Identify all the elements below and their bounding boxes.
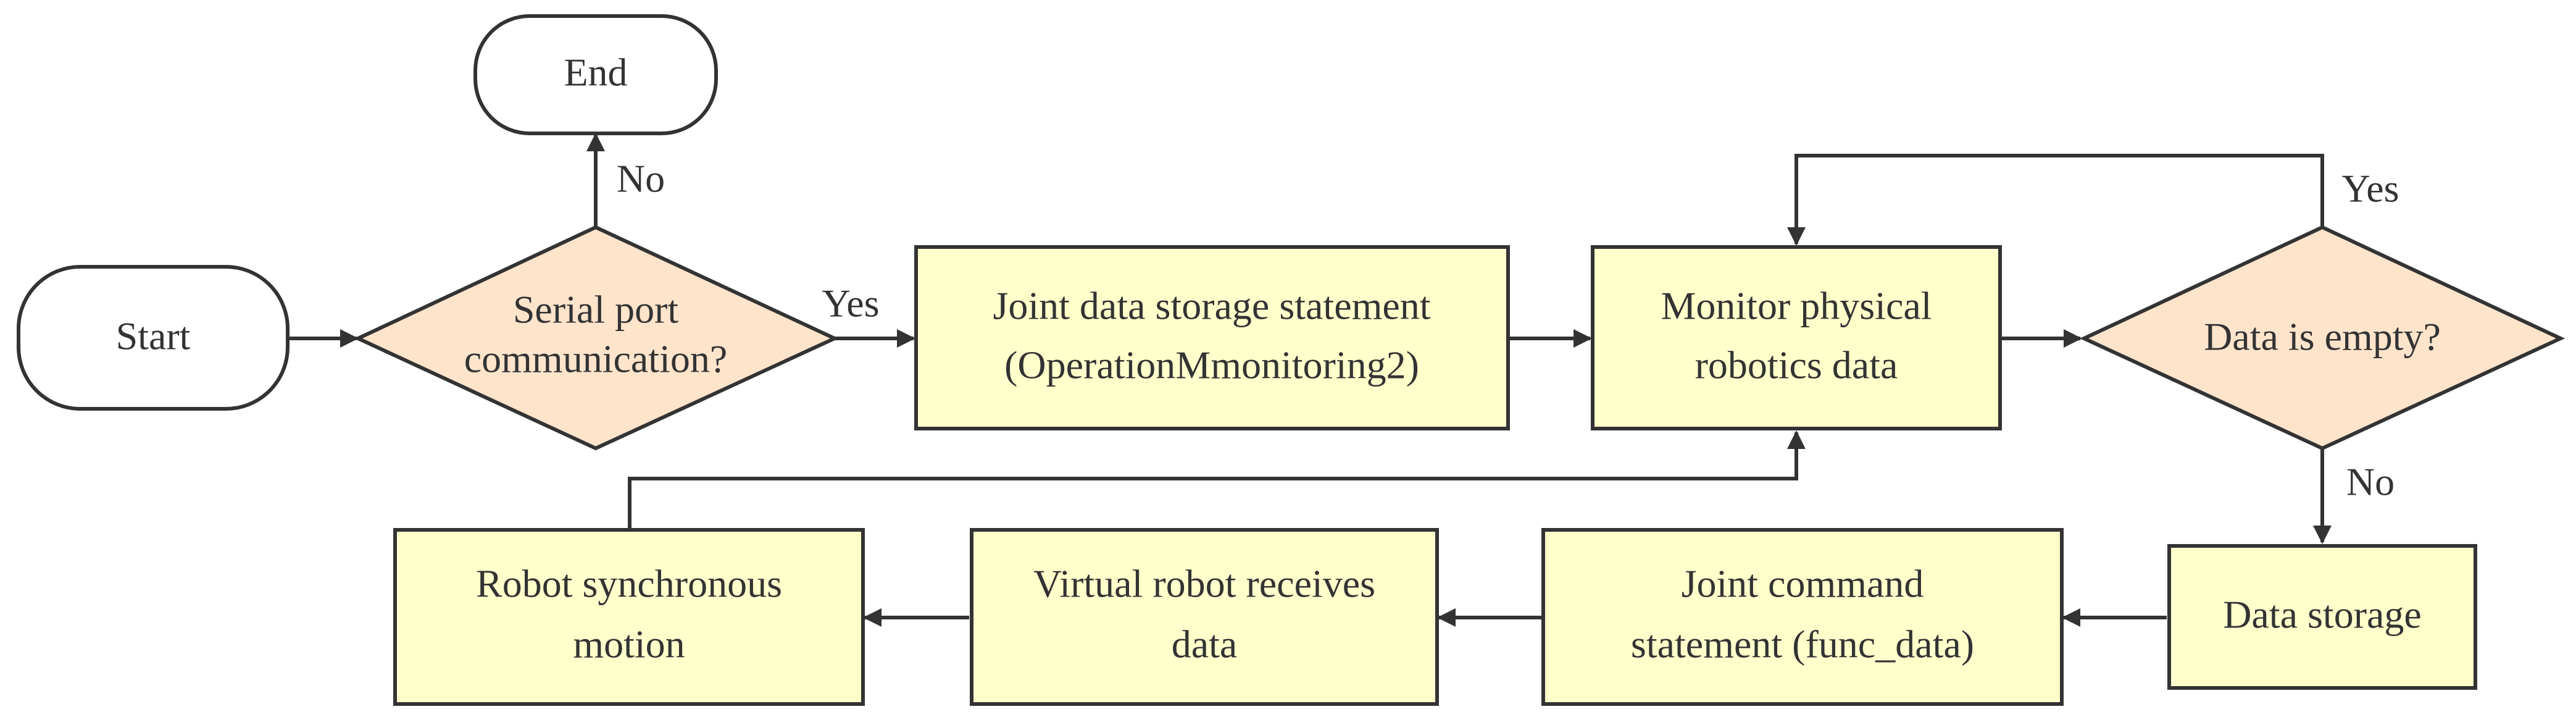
node-start-label: Start (116, 314, 191, 358)
node-sync: Robot synchronous motion (393, 528, 865, 706)
edge-label-empty-no: No (2346, 460, 2395, 504)
node-sync-label-line2: motion (573, 622, 685, 666)
node-empty-label: Data is empty? (2204, 315, 2441, 359)
node-joint-store: Joint data storage statement (OperationM… (914, 245, 1510, 430)
node-monitor-label-line2: robotics data (1695, 343, 1898, 387)
edge-label-serial-no: No (617, 157, 665, 201)
node-data-storage-label: Data storage (2223, 593, 2422, 637)
node-joint-store-label-line2: (OperationMmonitoring2) (1004, 343, 1419, 387)
edge-empty-yes-loop-to-monitor (1787, 154, 2324, 246)
edge-label-empty-yes: Yes (2341, 167, 2399, 211)
edge-sync-loop-to-monitor (628, 430, 1806, 530)
edge-label-serial-yes: Yes (822, 282, 879, 325)
node-serial-label-line2: communication? (464, 337, 728, 381)
node-serial-label-line1: Serial port (513, 288, 679, 332)
node-joint-cmd-label-line2: statement (func_data) (1631, 622, 1974, 666)
node-joint-cmd-label-line1: Joint command (1682, 562, 1924, 606)
edges (288, 133, 2332, 627)
node-sync-label-line1: Robot synchronous (476, 562, 782, 606)
node-monitor: Monitor physical robotics data (1591, 245, 2002, 430)
node-data-storage: Data storage (2167, 544, 2477, 690)
node-virtual-label-line1: Virtual robot receives (1033, 562, 1375, 606)
node-joint-store-label-line1: Joint data storage statement (993, 284, 1430, 328)
node-monitor-label-line1: Monitor physical (1661, 284, 1932, 328)
node-start: Start (17, 265, 290, 411)
node-virtual: Virtual robot receives data (970, 528, 1439, 706)
node-serial-decision: Serial port communication? (353, 225, 840, 451)
node-virtual-label-line2: data (1172, 622, 1238, 666)
node-empty-decision: Data is empty? (2079, 225, 2566, 451)
node-end: End (473, 14, 718, 135)
node-end-label: End (564, 51, 627, 94)
node-joint-cmd: Joint command statement (func_data) (1541, 528, 2064, 706)
